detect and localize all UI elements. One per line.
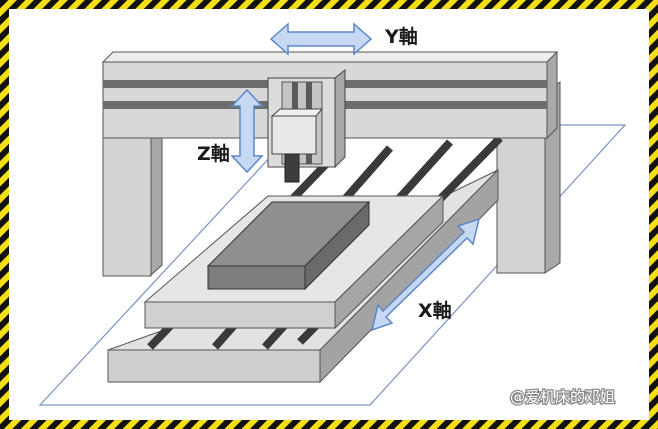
spindle-head: [267, 68, 346, 183]
z-axis-arrow: [230, 88, 264, 174]
x-axis-arrow: [370, 217, 481, 332]
x-axis-label: X軸: [418, 299, 452, 322]
workpiece-block: [206, 200, 371, 291]
z-axis-label: Z軸: [197, 142, 230, 165]
y-axis-arrow: [269, 22, 373, 56]
watermark-text: @爱机床的邓姐: [510, 388, 615, 406]
gantry-leg-left: [102, 129, 163, 278]
y-axis-label: Y軸: [384, 25, 418, 48]
